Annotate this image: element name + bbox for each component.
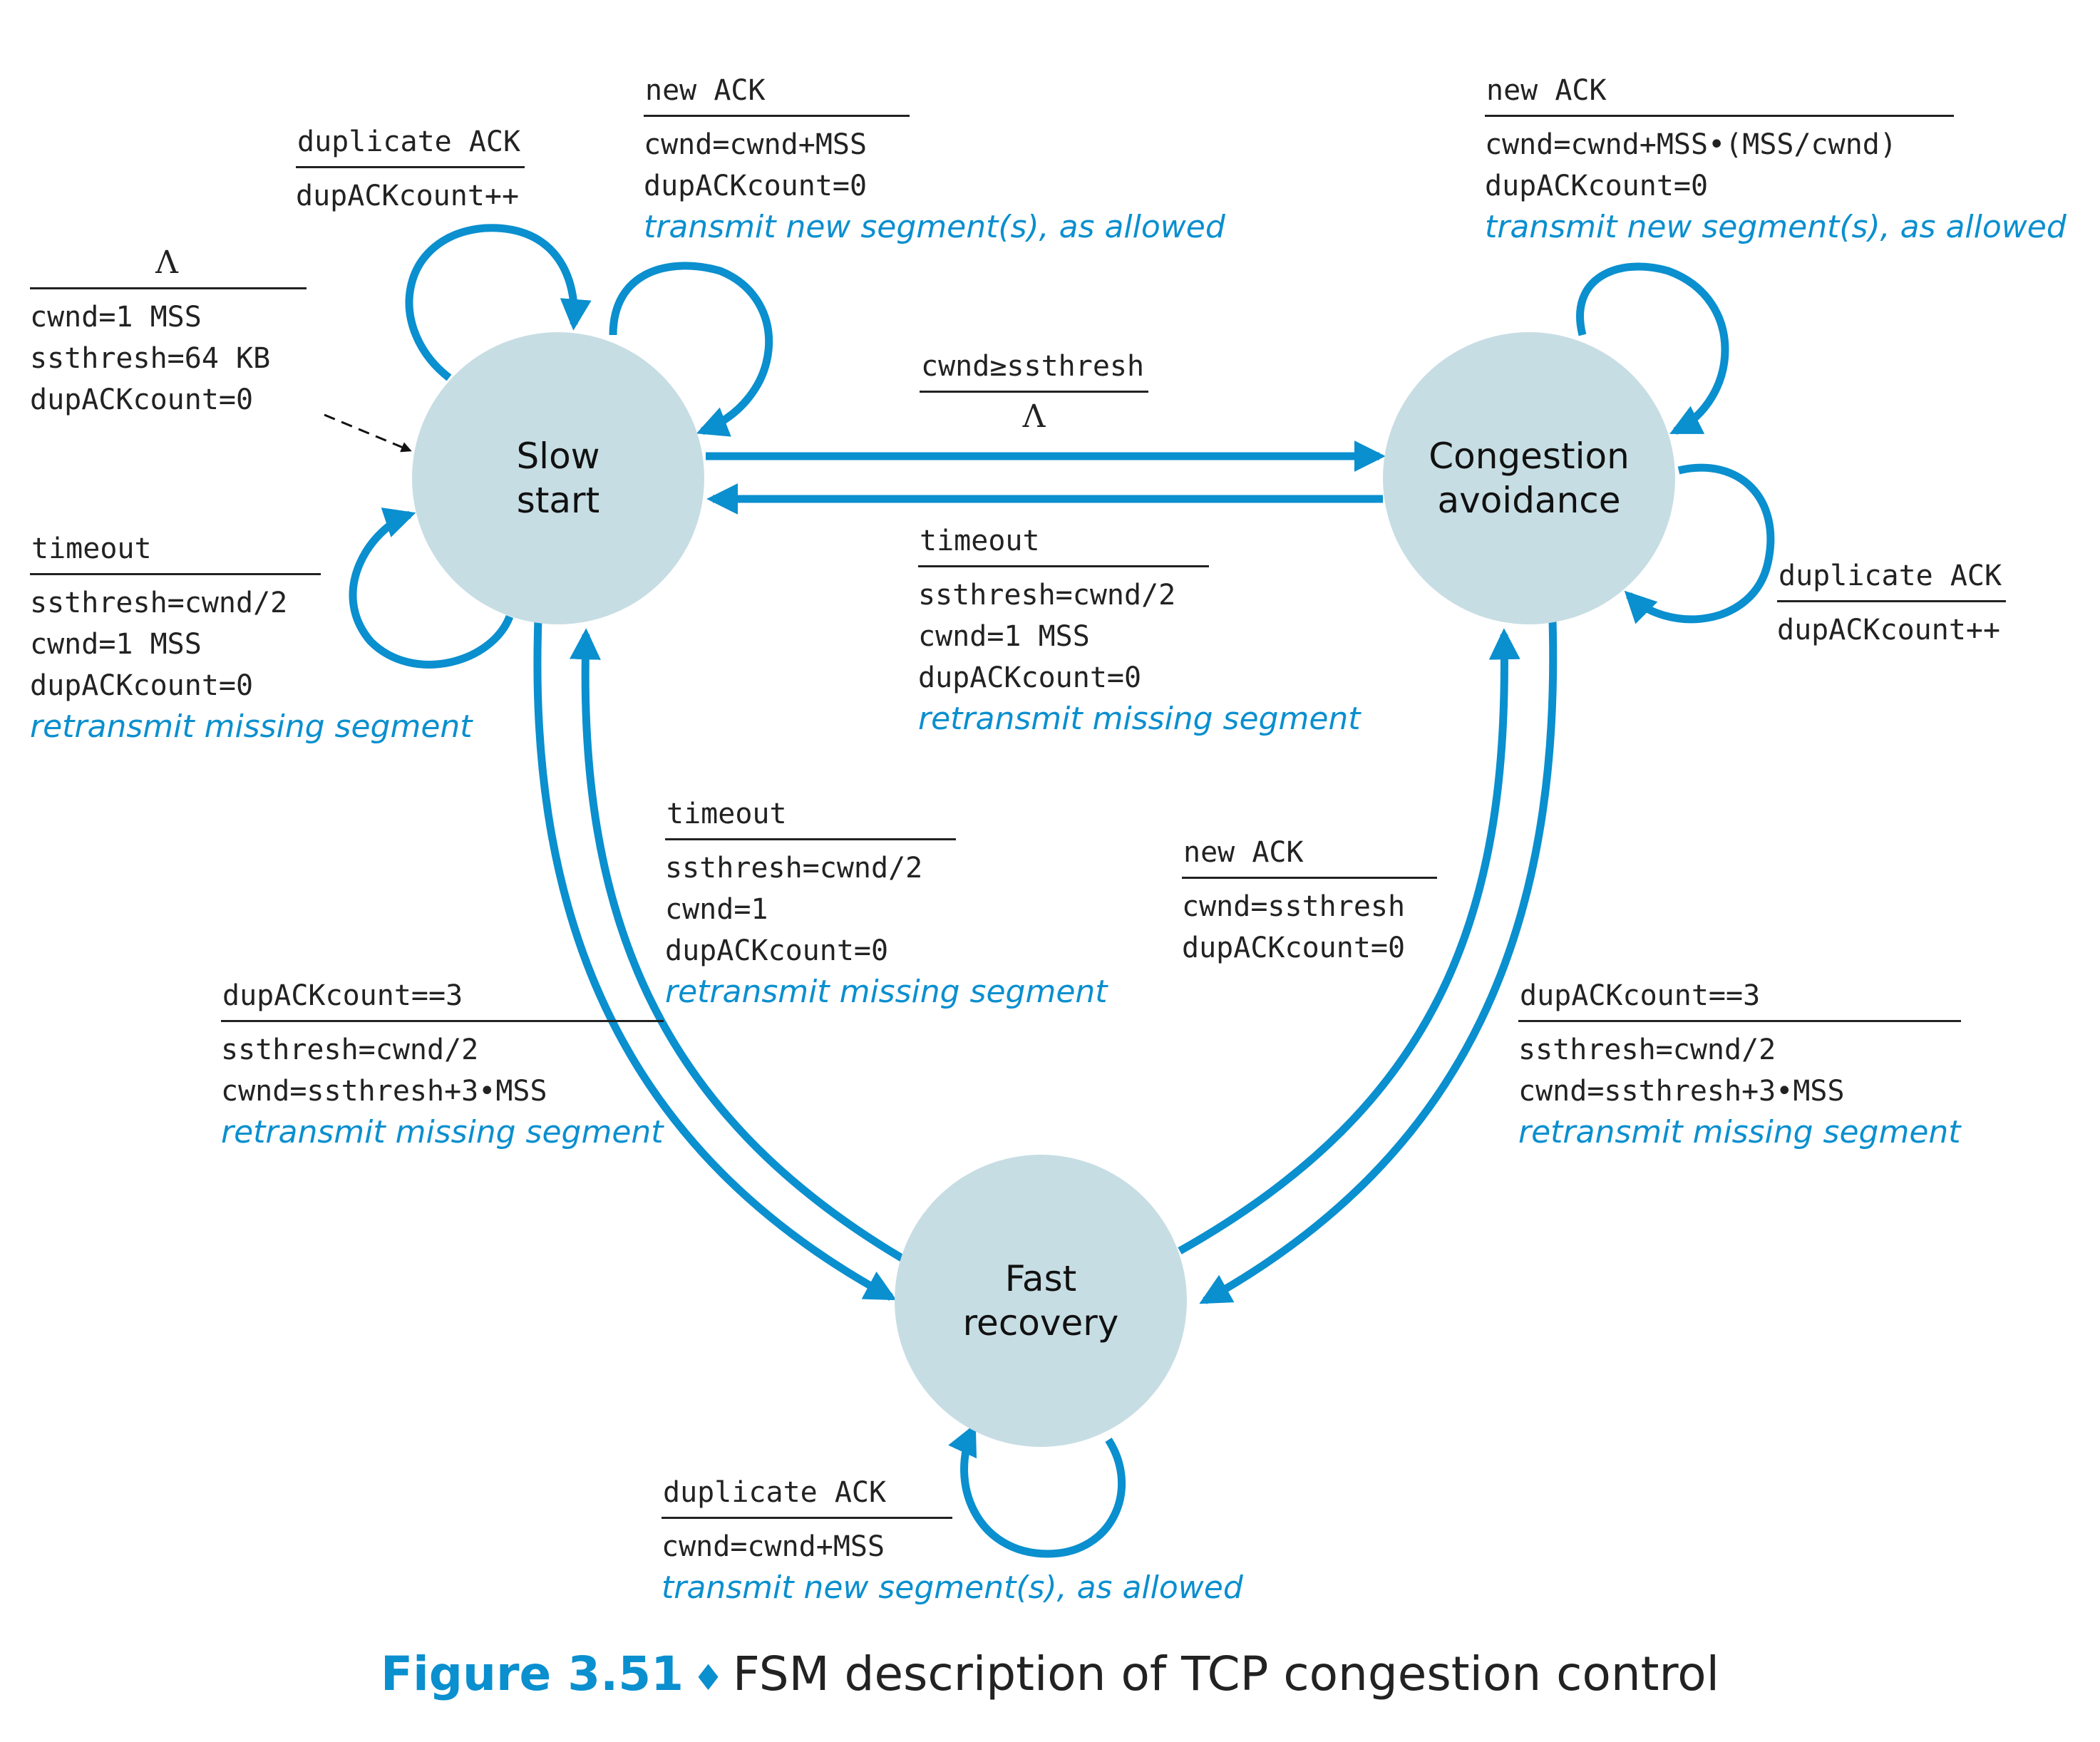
label-ca-newack: new ACK cwnd=cwnd+MSS•(MSS/cwnd) dupACKc… xyxy=(1485,73,2066,248)
ca-dupack-loop xyxy=(1624,463,1775,624)
ca-newack-action-1: cwnd=cwnd+MSS•(MSS/cwnd) xyxy=(1485,128,1897,161)
ss-newack-loop xyxy=(609,262,773,437)
ss-timeout-note: retransmit missing segment xyxy=(30,708,473,745)
fr-dupack-action-1: cwnd=cwnd+MSS xyxy=(662,1530,885,1563)
init-action-2: ssthresh=64 KB xyxy=(30,342,271,375)
fr-timeout-action-3: dupACKcount=0 xyxy=(665,934,889,967)
fr-dupack-note: transmit new segment(s), as allowed xyxy=(662,1570,1243,1606)
label-ca-to-fr: dupACKcount==3 ssthresh=cwnd/2 cwnd=ssth… xyxy=(1518,979,1961,1153)
ca-timeout-action-3: dupACKcount=0 xyxy=(918,661,1142,694)
ss-to-fr-action-1: ssthresh=cwnd/2 xyxy=(221,1034,479,1066)
diamond-icon: ♦ xyxy=(692,1657,724,1699)
figure-number: Figure 3.51 xyxy=(381,1646,684,1701)
ca-to-fr-action-2: cwnd=ssthresh+3•MSS xyxy=(1518,1075,1845,1108)
state-slow-start-line2: start xyxy=(516,480,600,521)
ss-newack-action-1: cwnd=cwnd+MSS xyxy=(644,128,868,161)
fr-newack-action-2: dupACKcount=0 xyxy=(1182,932,1406,964)
ss-to-fr-event: dupACKcount==3 xyxy=(221,979,664,1022)
label-ss-newack: new ACK cwnd=cwnd+MSS dupACKcount=0 tran… xyxy=(644,73,1225,248)
ca-dupack-event: duplicate ACK xyxy=(1777,559,2007,602)
ca-newack-event: new ACK xyxy=(1485,73,1954,117)
ss-timeout-event: timeout xyxy=(30,532,321,575)
ca-newack-loop xyxy=(1576,262,1729,435)
ss-dupack-action-1: dupACKcount++ xyxy=(296,180,520,212)
ss-to-fr-note: retransmit missing segment xyxy=(221,1114,664,1150)
ss-newack-note: transmit new segment(s), as allowed xyxy=(644,209,1225,245)
initial-arrow xyxy=(324,413,412,453)
fr-timeout-action-1: ssthresh=cwnd/2 xyxy=(665,852,923,885)
figure-caption: Figure 3.51♦FSM description of TCP conge… xyxy=(0,1646,2100,1701)
state-slow-start-line1: Slow xyxy=(516,436,600,477)
ss-to-ca-action: Λ xyxy=(1022,398,1046,435)
label-ss-to-ca: cwnd≥ssthresh Λ xyxy=(920,349,1149,435)
init-action-3: dupACKcount=0 xyxy=(30,383,254,416)
ca-to-fr-arrow xyxy=(1199,619,1558,1304)
state-ca-line2: avoidance xyxy=(1437,480,1621,521)
label-fr-newack: new ACK cwnd=ssthresh dupACKcount=0 xyxy=(1182,835,1437,969)
fr-timeout-note: retransmit missing segment xyxy=(665,974,1108,1010)
ca-newack-note: transmit new segment(s), as allowed xyxy=(1485,209,2066,245)
ca-timeout-event: timeout xyxy=(918,524,1209,567)
ca-timeout-action-2: cwnd=1 MSS xyxy=(918,620,1090,653)
label-fr-dupack: duplicate ACK cwnd=cwnd+MSS transmit new… xyxy=(662,1475,1243,1609)
state-fr-line1: Fast xyxy=(1004,1258,1077,1299)
fr-to-ss-arrow xyxy=(569,628,904,1262)
label-ca-timeout: timeout ssthresh=cwnd/2 cwnd=1 MSS dupAC… xyxy=(918,524,1361,740)
ca-dupack-action-1: dupACKcount++ xyxy=(1777,614,2001,646)
ss-timeout-action-3: dupACKcount=0 xyxy=(30,669,254,702)
ca-to-fr-action-1: ssthresh=cwnd/2 xyxy=(1518,1034,1776,1066)
fr-dupack-loop xyxy=(948,1423,1126,1558)
state-ca-line1: Congestion xyxy=(1429,436,1630,477)
ca-newack-action-2: dupACKcount=0 xyxy=(1485,170,1709,202)
fr-timeout-action-2: cwnd=1 xyxy=(665,893,768,926)
state-congestion-avoidance: Congestion avoidance xyxy=(1383,332,1675,624)
fr-dupack-event: duplicate ACK xyxy=(662,1475,952,1519)
ca-to-fr-note: retransmit missing segment xyxy=(1518,1114,1961,1150)
ss-to-ca-event: cwnd≥ssthresh xyxy=(920,349,1149,393)
ss-timeout-loop xyxy=(349,507,514,669)
label-ss-dupack: duplicate ACK dupACKcount++ xyxy=(296,125,525,217)
fr-newack-event: new ACK xyxy=(1182,835,1437,879)
state-fr-line2: recovery xyxy=(962,1302,1119,1344)
ss-timeout-action-2: cwnd=1 MSS xyxy=(30,628,202,661)
state-slow-start: Slow start xyxy=(412,332,704,624)
ss-dupack-event: duplicate ACK xyxy=(296,125,525,168)
ss-dupack-loop xyxy=(405,224,592,381)
ss-newack-action-2: dupACKcount=0 xyxy=(644,170,868,202)
label-init: Λ cwnd=1 MSS ssthresh=64 KB dupACKcount=… xyxy=(30,246,307,421)
label-ss-to-fr: dupACKcount==3 ssthresh=cwnd/2 cwnd=ssth… xyxy=(221,979,664,1153)
figure-caption-text: FSM description of TCP congestion contro… xyxy=(732,1646,1719,1701)
fr-to-ca-arrow xyxy=(1178,628,1520,1254)
ca-timeout-action-1: ssthresh=cwnd/2 xyxy=(918,579,1176,612)
ss-newack-event: new ACK xyxy=(644,73,910,117)
label-ss-timeout: timeout ssthresh=cwnd/2 cwnd=1 MSS dupAC… xyxy=(30,532,473,748)
init-event: Λ xyxy=(30,246,307,289)
ca-to-fr-event: dupACKcount==3 xyxy=(1518,979,1961,1022)
ca-timeout-note: retransmit missing segment xyxy=(918,701,1361,737)
label-fr-timeout: timeout ssthresh=cwnd/2 cwnd=1 dupACKcou… xyxy=(665,797,1108,1013)
fr-timeout-event: timeout xyxy=(665,797,956,840)
init-action-1: cwnd=1 MSS xyxy=(30,301,202,334)
label-ca-dupack: duplicate ACK dupACKcount++ xyxy=(1777,559,2007,651)
fr-newack-action-1: cwnd=ssthresh xyxy=(1182,890,1406,923)
state-fast-recovery: Fast recovery xyxy=(895,1155,1187,1447)
ss-to-fr-action-2: cwnd=ssthresh+3•MSS xyxy=(221,1075,547,1108)
ss-timeout-action-1: ssthresh=cwnd/2 xyxy=(30,587,288,619)
